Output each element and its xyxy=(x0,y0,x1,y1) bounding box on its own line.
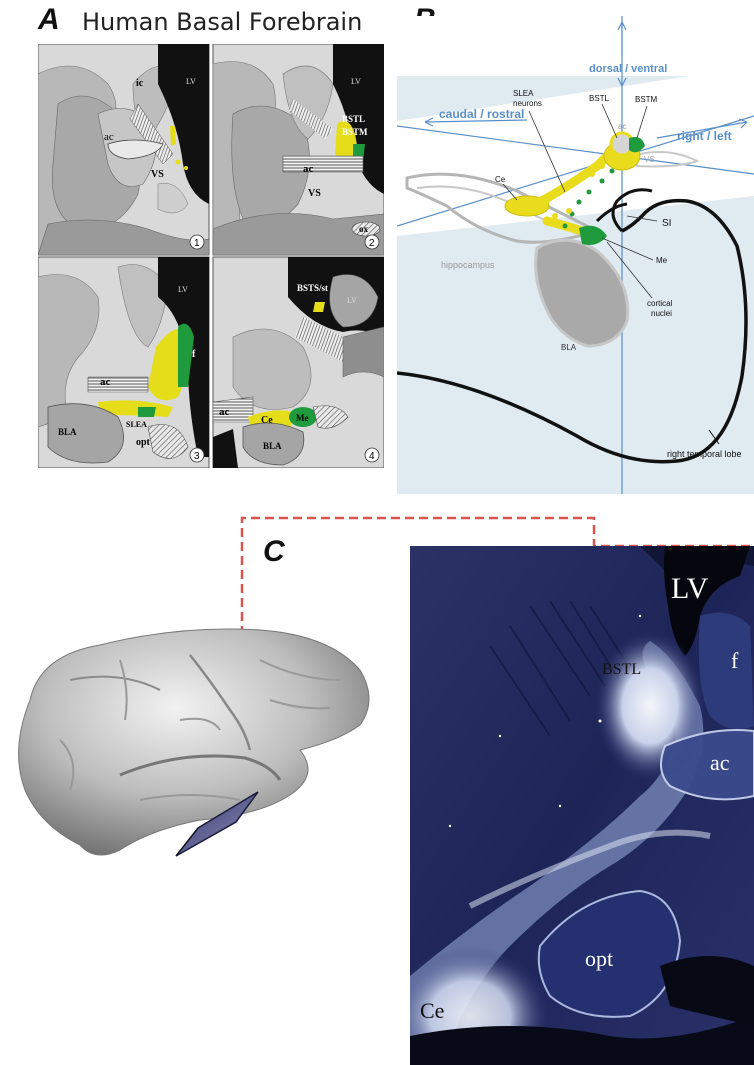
panel-a-sections: ic LV ac VS 1 LV BSTL BSTM ac VS ox 2 xyxy=(38,44,384,468)
label-opt: opt xyxy=(136,437,151,448)
label-slea: SLEA xyxy=(126,420,147,429)
axis-dorsal-ventral: dorsal / ventral xyxy=(589,63,667,75)
section-4: BSTS/st LV ac Ce Me BLA 4 xyxy=(213,257,384,468)
label-ox: ox xyxy=(359,224,369,234)
label-ac: ac xyxy=(104,131,114,143)
label-lv: LV xyxy=(347,296,357,305)
label-bsts: BSTS/st xyxy=(297,283,328,293)
label-lv: LV xyxy=(178,285,188,294)
label-ac: ac xyxy=(100,376,111,388)
axis-right-left: right / left xyxy=(677,129,732,143)
label-cortical-nuclei: cortical nuclei xyxy=(647,299,675,318)
label-vs: VS xyxy=(644,155,655,164)
label-ce: Ce xyxy=(495,175,506,184)
label-slea-line2: neurons xyxy=(513,99,542,108)
label-bstl: BSTL xyxy=(589,94,610,103)
label-vs: VS xyxy=(308,188,321,199)
label-ac: ac xyxy=(710,750,730,775)
label-bla: BLA xyxy=(58,427,77,437)
label-ac: ac xyxy=(618,122,626,131)
label-hippocampus: hippocampus xyxy=(441,260,495,270)
label-ce: Ce xyxy=(420,998,444,1023)
label-ce: Ce xyxy=(261,415,273,426)
section-number: 4 xyxy=(369,451,375,462)
label-cortical-line1: cortical xyxy=(647,299,673,308)
label-si: SI xyxy=(662,218,671,229)
section-2: LV BSTL BSTM ac VS ox 2 xyxy=(213,44,384,255)
label-bla: BLA xyxy=(561,343,577,352)
label-bstm: BSTM xyxy=(635,95,658,104)
section-number: 3 xyxy=(194,451,200,462)
axis-caudal-rostral: caudal / rostral xyxy=(439,107,524,121)
label-f: f xyxy=(731,648,739,673)
brain-3d-render xyxy=(0,600,380,870)
panel-b-diagram: dorsal / ventral caudal / rostral right … xyxy=(397,16,754,494)
label-bla: BLA xyxy=(263,441,282,451)
label-bstl: BSTL xyxy=(342,114,365,124)
section-number: 2 xyxy=(369,238,375,249)
label-me: Me xyxy=(296,413,309,423)
histology-photo: LV BSTL f ac opt Ce xyxy=(410,546,754,1065)
label-ic: ic xyxy=(136,78,144,89)
label-bstl: BSTL xyxy=(602,661,641,678)
panel-a-letter: A xyxy=(38,3,60,37)
section-number: 1 xyxy=(194,238,200,249)
label-slea-line1: SLEA xyxy=(513,89,534,98)
label-temporal-lobe: right temporal lobe xyxy=(667,449,742,459)
label-ac: ac xyxy=(219,406,230,418)
label-lv: LV xyxy=(186,77,196,86)
label-vs: VS xyxy=(151,169,164,180)
label-lv: LV xyxy=(671,572,709,605)
label-cortical-line2: nuclei xyxy=(651,309,672,318)
label-me: Me xyxy=(656,256,668,265)
label-opt: opt xyxy=(585,946,613,971)
label-bstm: BSTM xyxy=(342,127,368,137)
label-ac: ac xyxy=(303,163,314,175)
section-3: LV f ac SLEA BLA opt 3 xyxy=(38,257,209,468)
panel-a-title: Human Basal Forebrain xyxy=(82,8,362,36)
label-lv: LV xyxy=(351,77,361,86)
section-1: ic LV ac VS 1 xyxy=(38,44,209,255)
